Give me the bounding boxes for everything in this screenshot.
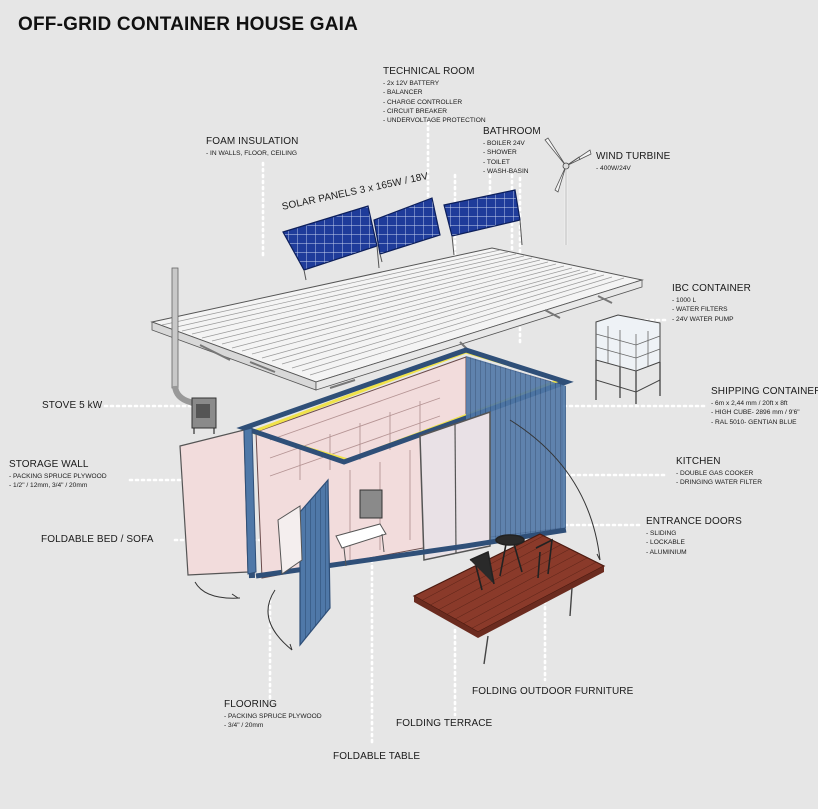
- label-bathroom: BATHROOM - BOILER 24V - SHOWER - TOILET …: [483, 126, 541, 176]
- kitchen-item: - DOUBLE GAS COOKER: [676, 470, 754, 477]
- label-storage-wall: STORAGE WALL - PACKING SPRUCE PLYWOOD - …: [9, 459, 107, 491]
- bathroom-item: - TOILET: [483, 158, 510, 166]
- technical-room-item: - BALANCER: [383, 89, 423, 97]
- technical-room-item: - CIRCUIT BREAKER: [383, 107, 447, 115]
- shipping-container-item: - RAL 5010- GENTIAN BLUE: [711, 418, 797, 426]
- stove-heading: STOVE 5 kW: [42, 400, 103, 411]
- kitchen-item: - DRINGING WATER FILTER: [676, 479, 762, 487]
- label-shipping-container: SHIPPING CONTAINER - 6m x 2,44 mm / 20ft…: [711, 386, 818, 427]
- ibc-container-item: - 24V WATER PUMP: [672, 315, 734, 323]
- label-wind-turbine: WIND TURBINE - 400W/24V: [596, 151, 670, 173]
- label-foam-insulation: FOAM INSULATION - IN WALLS, FLOOR, CEILI…: [206, 136, 298, 158]
- wind-turbine-heading: WIND TURBINE: [596, 151, 671, 162]
- label-ibc-container: IBC CONTAINER - 1000 L - WATER FILTERS -…: [672, 283, 751, 324]
- foam-insulation-heading: FOAM INSULATION: [206, 136, 299, 147]
- roof-icon: [150, 247, 644, 391]
- storage-wall-item: - 1/2" / 12mm, 3/4" / 20mm: [9, 482, 88, 490]
- ibc-container-item: - 1000 L: [672, 297, 697, 304]
- label-flooring: FLOORING - PACKING SPRUCE PLYWOOD - 3/4"…: [224, 699, 322, 731]
- technical-room-heading: TECHNICAL ROOM: [383, 66, 475, 77]
- label-folding-terrace: FOLDING TERRACE: [396, 718, 492, 729]
- entrance-doors-heading: ENTRANCE DOORS: [646, 516, 742, 527]
- flooring-item: - 3/4" / 20mm: [224, 722, 264, 730]
- terrace-icon: [412, 533, 606, 665]
- flooring-heading: FLOORING: [224, 699, 278, 710]
- label-foldable-table: FOLDABLE TABLE: [333, 751, 420, 762]
- wind-turbine-item: - 400W/24V: [596, 165, 631, 172]
- technical-room-item: - 2x 12V BATTERY: [383, 80, 440, 87]
- ibc-container-icon: [595, 314, 661, 404]
- ibc-container-heading: IBC CONTAINER: [672, 283, 751, 294]
- storage-wall-item: - PACKING SPRUCE PLYWOOD: [9, 473, 107, 480]
- foam-insulation-item: - IN WALLS, FLOOR, CEILING: [206, 150, 297, 157]
- label-folding-outdoor-furniture: FOLDING OUTDOOR FURNITURE: [472, 686, 633, 697]
- ibc-container-item: - WATER FILTERS: [672, 306, 728, 314]
- technical-room-item: - UNDERVOLTAGE PROTECTION: [383, 117, 486, 125]
- outdoor-furniture-icon: [469, 534, 553, 591]
- folding-outdoor-furniture-heading: FOLDING OUTDOOR FURNITURE: [472, 686, 634, 697]
- swing-arrows: [194, 419, 601, 651]
- foldable-bed-heading: FOLDABLE BED / SOFA: [41, 534, 154, 545]
- label-entrance-doors: ENTRANCE DOORS - SLIDING - LOCKABLE - AL…: [646, 516, 742, 557]
- bathroom-item: - SHOWER: [483, 149, 517, 157]
- flooring-item: - PACKING SPRUCE PLYWOOD: [224, 713, 322, 720]
- bathroom-item: - WASH-BASIN: [483, 167, 529, 175]
- diagram-title: OFF-GRID CONTAINER HOUSE GAIA: [18, 14, 359, 35]
- label-foldable-bed: FOLDABLE BED / SOFA: [41, 534, 154, 545]
- entrance-doors-item: - SLIDING: [646, 530, 677, 537]
- storage-wall-heading: STORAGE WALL: [9, 459, 89, 470]
- shipping-container-heading: SHIPPING CONTAINER: [711, 386, 818, 397]
- technical-room-item: - CHARGE CONTROLLER: [383, 98, 463, 106]
- entrance-doors-item: - ALUMINIUM: [646, 548, 687, 556]
- folding-terrace-heading: FOLDING TERRACE: [396, 718, 493, 729]
- entrance-doors-item: - LOCKABLE: [646, 539, 685, 547]
- bathroom-heading: BATHROOM: [483, 126, 541, 137]
- foldable-table-heading: FOLDABLE TABLE: [333, 751, 421, 762]
- solar-panels-icon: [282, 189, 523, 281]
- kitchen-heading: KITCHEN: [676, 456, 721, 467]
- wind-turbine-icon: [544, 137, 592, 245]
- shipping-container-icon: [179, 347, 574, 647]
- label-kitchen: KITCHEN - DOUBLE GAS COOKER - DRINGING W…: [676, 456, 762, 488]
- label-technical-room: TECHNICAL ROOM - 2x 12V BATTERY - BALANC…: [383, 66, 486, 125]
- shipping-container-item: - HIGH CUBE- 2896 mm / 9'6": [711, 409, 800, 417]
- label-stove: STOVE 5 kW: [42, 400, 102, 411]
- bathroom-item: - BOILER 24V: [483, 140, 525, 147]
- shipping-container-item: - 6m x 2,44 mm / 20ft x 8ft: [711, 400, 788, 407]
- stove-icon: [171, 267, 217, 434]
